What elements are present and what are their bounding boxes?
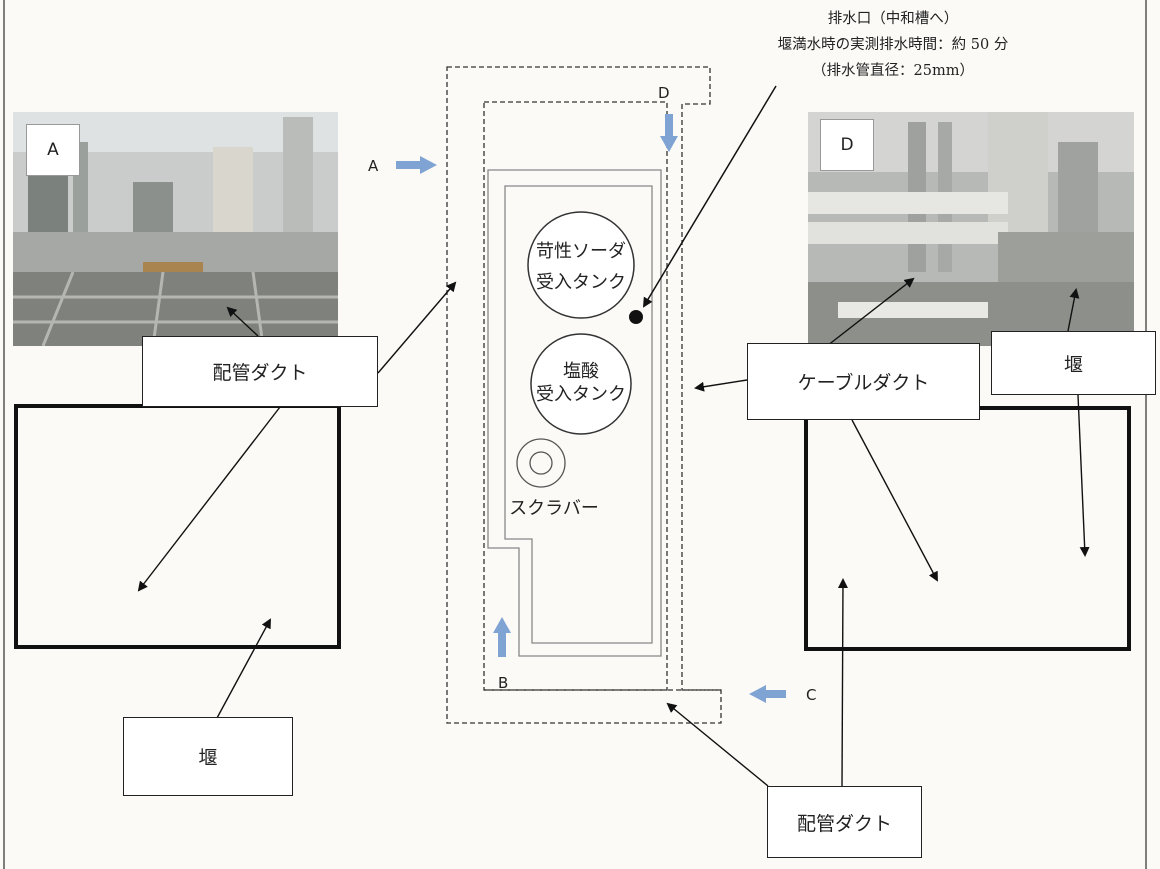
drain-note-line-2: 堰満水時の実測排水時間：約 50 分 — [778, 36, 1009, 53]
photo-d-tag: D — [820, 119, 874, 171]
view-label-b: B — [498, 674, 508, 692]
view-label-d: D — [658, 84, 670, 102]
leader-weir-right-to-frame — [1077, 394, 1090, 557]
leader-weir-left — [216, 618, 271, 719]
view-arrow-d — [660, 114, 678, 152]
leader-pipe-duct-to-photo — [226, 306, 259, 337]
callout-cable-duct: ケーブルダクト — [747, 343, 980, 420]
view-label-a: A — [368, 157, 379, 175]
photo-view-d: D — [808, 112, 1134, 346]
photo-view-a: A — [13, 112, 338, 346]
scrubber-inner — [529, 451, 553, 475]
leader-pipe-duct-to-plan — [377, 281, 457, 374]
cable-duct-outline — [483, 101, 668, 691]
drain-note-arrow — [642, 85, 777, 308]
callout-weir-left: 堰 — [123, 717, 293, 796]
detail-frame-left — [14, 404, 341, 649]
caustic-tank-label-1: 苛性ソーダ — [536, 241, 626, 262]
hcl-tank-label-1: 塩酸 — [563, 361, 599, 382]
view-arrow-b — [493, 617, 511, 657]
leader-weir-right-to-photo — [1067, 288, 1080, 332]
scrubber-label: スクラバー — [509, 498, 599, 519]
caustic-soda-tank — [527, 211, 635, 319]
drain-note-line-3: （排水管直径：25mm） — [812, 62, 974, 79]
callout-pipe-duct-left: 配管ダクト — [142, 336, 378, 407]
view-label-c: C — [806, 686, 816, 704]
hcl-tank — [530, 333, 632, 435]
leader-cable-duct-to-frame — [851, 419, 938, 582]
drain-note-line-1: 排水口（中和槽へ） — [828, 10, 959, 27]
weir-inner — [504, 185, 653, 644]
callout-weir-right: 堰 — [991, 331, 1156, 395]
drain-outlet — [629, 310, 643, 324]
leader-pipe-duct-bottom-to-plan — [666, 702, 769, 787]
hcl-tank-label-2: 受入タンク — [536, 384, 626, 405]
caustic-tank-label-2: 受入タンク — [536, 272, 626, 293]
detail-frame-right — [804, 406, 1131, 651]
view-arrow-a — [396, 156, 437, 174]
view-arrow-c — [749, 685, 786, 703]
callout-pipe-duct-bottom: 配管ダクト — [767, 786, 922, 858]
leader-pipe-duct-bottom-to-frame — [837, 578, 848, 787]
leader-pipe-duct-to-frame — [137, 406, 281, 592]
weir-outer — [487, 169, 662, 657]
leader-cable-duct-to-plan — [694, 379, 748, 392]
photo-a-tag: A — [26, 124, 80, 176]
scrubber-outer — [516, 438, 566, 488]
pipe-duct-outline — [446, 66, 722, 724]
